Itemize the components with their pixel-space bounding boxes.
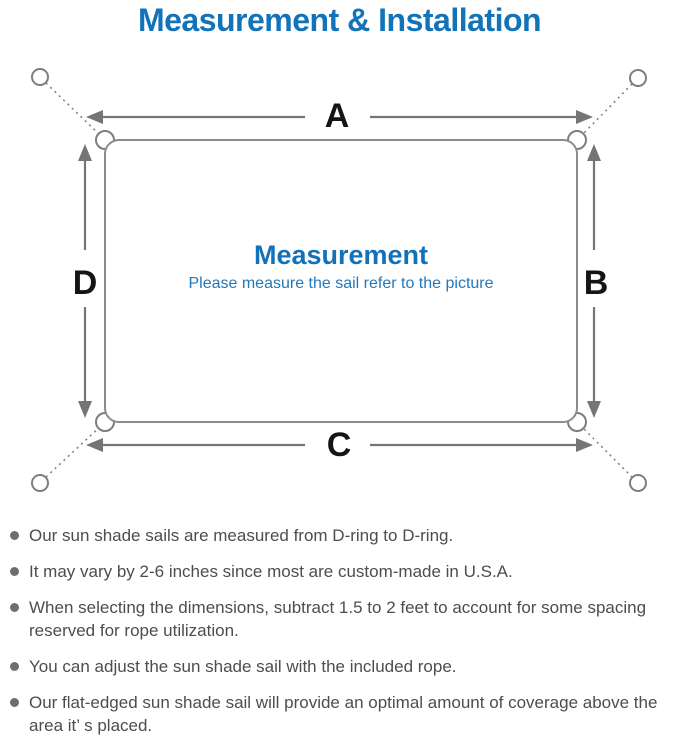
dimension-label-a: A bbox=[325, 97, 350, 135]
anchor-circle-top-right bbox=[629, 69, 647, 87]
arrow-a-right-head bbox=[576, 110, 593, 124]
bullet-icon bbox=[10, 698, 19, 707]
page-title: Measurement & Installation bbox=[137, 2, 542, 38]
bullet-icon bbox=[10, 662, 19, 671]
arrow-c-left-head bbox=[86, 438, 103, 452]
arrow-a-left-head bbox=[86, 110, 103, 124]
anchor-points bbox=[31, 68, 647, 492]
note-text: Our sun shade sails are measured from D-… bbox=[29, 526, 454, 545]
list-item: When selecting the dimensions, subtract … bbox=[10, 596, 675, 642]
sail-rectangle bbox=[104, 139, 578, 423]
arrow-b-bottom-head bbox=[587, 401, 601, 418]
bullet-icon bbox=[10, 603, 19, 612]
rope-bottom-left bbox=[45, 424, 103, 478]
list-item: You can adjust the sun shade sail with t… bbox=[10, 655, 675, 678]
note-text: Our flat-edged sun shade sail will provi… bbox=[29, 693, 658, 735]
list-item: Our sun shade sails are measured from D-… bbox=[10, 524, 675, 547]
note-text: When selecting the dimensions, subtract … bbox=[29, 598, 647, 640]
arrow-d-bottom-head bbox=[78, 401, 92, 418]
bullet-icon bbox=[10, 531, 19, 540]
arrow-c-right-head bbox=[576, 438, 593, 452]
anchor-circle-top-left bbox=[31, 68, 49, 86]
note-text: You can adjust the sun shade sail with t… bbox=[29, 657, 457, 676]
rope-bottom-right bbox=[579, 424, 633, 478]
dimension-label-c: C bbox=[327, 426, 352, 464]
note-text: It may vary by 2-6 inches since most are… bbox=[29, 562, 513, 581]
anchor-circle-bottom-left bbox=[31, 474, 49, 492]
dimension-label-b: B bbox=[584, 264, 609, 302]
arrow-b-top-head bbox=[587, 144, 601, 161]
notes-list: Our sun shade sails are measured from D-… bbox=[10, 524, 675, 739]
arrow-d-top-head bbox=[78, 144, 92, 161]
bullet-icon bbox=[10, 567, 19, 576]
rope-top-left bbox=[45, 82, 103, 138]
dimension-arrows bbox=[78, 110, 601, 452]
anchor-rope-lines bbox=[45, 82, 633, 478]
rope-top-right bbox=[579, 83, 633, 138]
list-item: Our flat-edged sun shade sail will provi… bbox=[10, 691, 675, 737]
list-item: It may vary by 2-6 inches since most are… bbox=[10, 560, 675, 583]
dimension-label-d: D bbox=[73, 264, 98, 302]
anchor-circle-bottom-right bbox=[629, 474, 647, 492]
sail-measurement-diagram: A B C D bbox=[31, 68, 647, 492]
